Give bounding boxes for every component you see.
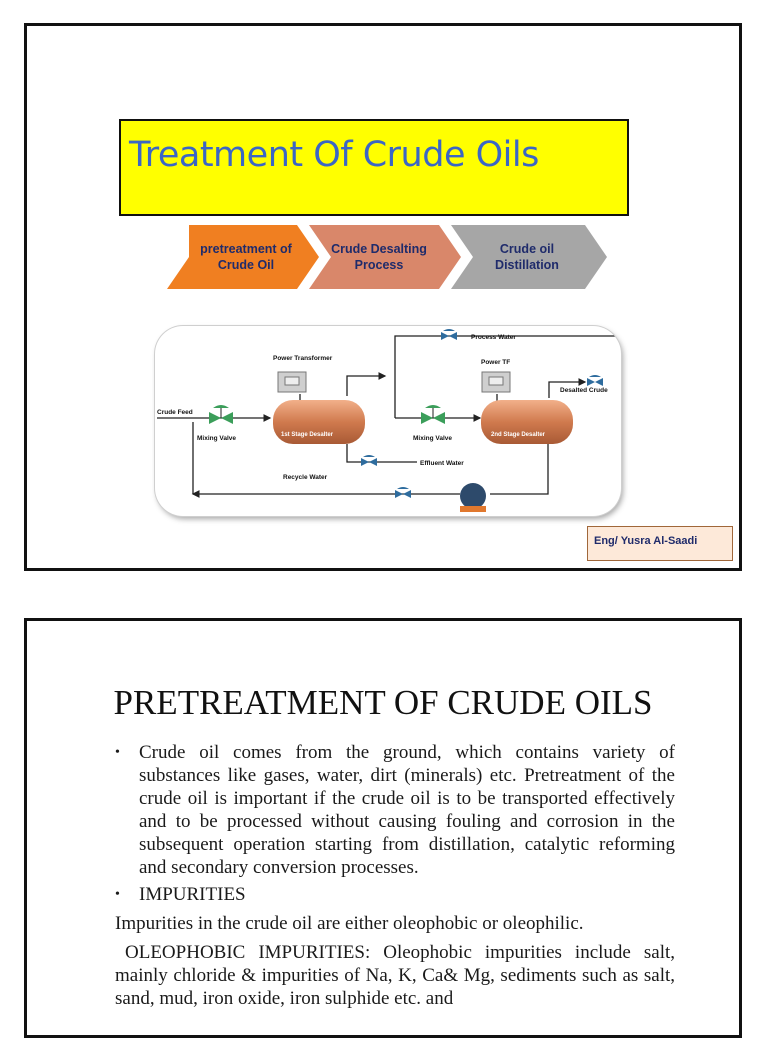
author-box: Eng/ Yusra Al-Saadi [587, 526, 733, 561]
desalting-diagram: Process Water Power Transformer Power TF… [155, 326, 621, 516]
chevron-label-2: Crude Desalting Process [331, 242, 427, 272]
stage2-desalter-tank [481, 400, 573, 444]
label-crude-feed: Crude Feed [157, 409, 193, 416]
slide-1: Treatment Of Crude Oils pretreatment of … [24, 23, 742, 571]
slide-2: PRETREATMENT OF CRUDE OILS • Crude oil c… [24, 618, 742, 1038]
label-mixing-valve-1: Mixing Valve [197, 435, 236, 442]
bullet-2-text: IMPURITIES [139, 884, 246, 905]
bullet-dot-icon: • [115, 745, 120, 760]
bullet-1-text: Crude oil comes from the ground, which c… [139, 742, 675, 878]
chevron-step-1 [167, 225, 319, 289]
chevron-step-3 [451, 225, 607, 289]
label-mixing-valve-2: Mixing Valve [413, 435, 452, 442]
slide-title-box: Treatment Of Crude Oils [119, 119, 629, 216]
label-stage2: 2nd Stage Desalter [491, 432, 546, 438]
chevron-step-2 [309, 225, 461, 289]
slide-title: Treatment Of Crude Oils [129, 135, 539, 175]
author-name: Eng/ Yusra Al-Saadi [594, 535, 698, 547]
chevron-label-1: pretreatment of Crude Oil [200, 242, 292, 272]
bullet-item-1: • Crude oil comes from the ground, which… [115, 741, 675, 879]
label-recycle-water: Recycle Water [283, 474, 328, 481]
label-power-transformer: Power Transformer [273, 355, 333, 362]
chevron-label-3: Crude oil Distillation [495, 242, 559, 272]
bullet-dot-icon: • [115, 887, 120, 902]
label-effluent-water: Effluent Water [420, 460, 464, 467]
paragraph-oleophobic: OLEOPHOBIC IMPURITIES: Oleophobic impuri… [115, 942, 675, 1009]
label-stage1: 1st Stage Desalter [281, 432, 334, 438]
slide-2-body: • Crude oil comes from the ground, which… [115, 741, 675, 1010]
chevron-shapes [167, 225, 607, 289]
label-desalted-crude: Desalted Crude [560, 387, 608, 394]
label-power-tf: Power TF [481, 359, 510, 366]
slide-2-title: PRETREATMENT OF CRUDE OILS [113, 683, 653, 722]
pump-icon [460, 483, 486, 512]
paragraph-impurities: Impurities in the crude oil are either o… [115, 913, 584, 934]
bullet-item-2: • IMPURITIES [115, 883, 675, 906]
mixing-valve-1-icon [209, 405, 233, 424]
mixing-valve-2-icon [421, 405, 445, 424]
label-process-water: Process Water [471, 334, 516, 341]
stage1-desalter-tank [273, 400, 365, 444]
process-flow: pretreatment of Crude Oil Crude Desaltin… [167, 225, 607, 289]
desalting-schematic: Process Water Power Transformer Power TF… [157, 329, 615, 512]
small-valves [361, 329, 603, 498]
